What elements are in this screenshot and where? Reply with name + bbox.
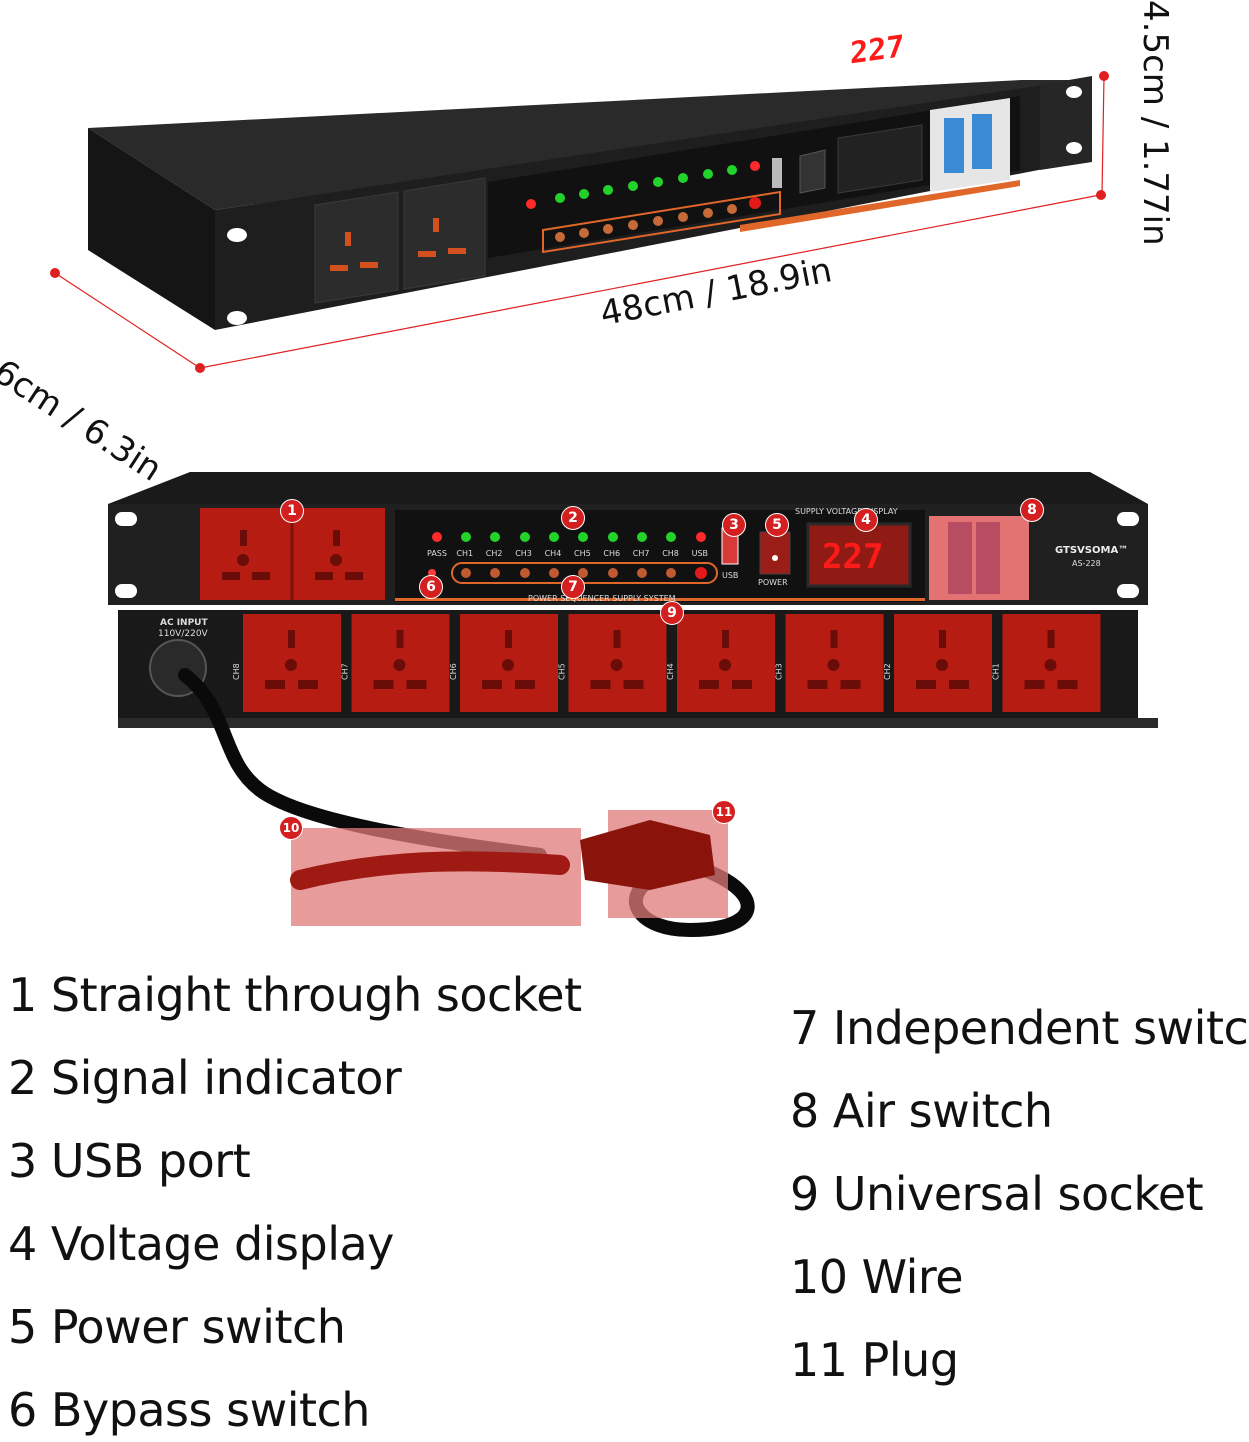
led-label-ch6: CH6	[603, 549, 620, 558]
power-label: POWER	[758, 578, 788, 587]
channel-label-ch4: CH4	[666, 663, 675, 680]
panel-title: SUPPLY VOLTAGE DISPLAY	[795, 507, 898, 516]
led-label-ch4: CH4	[545, 549, 562, 558]
universal-socket-ch7: CH7	[341, 614, 450, 712]
led-label-ch2: CH2	[486, 549, 503, 558]
legend-item-9: 9 Universal socket	[790, 1167, 1204, 1221]
badge-7: 7	[561, 575, 585, 599]
badge-3: 3	[722, 513, 746, 537]
badge-11: 11	[712, 800, 736, 824]
legend-item-4: 4 Voltage display	[8, 1217, 394, 1271]
led-label-ch3: CH3	[515, 549, 532, 558]
badge-5: 5	[765, 513, 789, 537]
universal-socket-ch2: CH2	[883, 614, 992, 712]
badge-1: 1	[280, 499, 304, 523]
led-label-ch8: CH8	[662, 549, 679, 558]
ac-input-voltage: 110V/220V	[158, 629, 209, 639]
legend-item-2: 2 Signal indicator	[8, 1051, 402, 1105]
led-label-ch5: CH5	[574, 549, 591, 558]
voltage-display-value: 227	[822, 537, 883, 577]
badge-8: 8	[1020, 498, 1044, 522]
model-label: AS-228	[1072, 559, 1101, 568]
universal-socket-ch6: CH6	[449, 614, 558, 712]
channel-label-ch8: CH8	[232, 663, 241, 680]
universal-socket-ch8: CH8	[232, 614, 341, 712]
brand-label: GTSVSOMA™	[1055, 545, 1128, 556]
channel-label-ch7: CH7	[341, 663, 350, 680]
led-label-usb: USB	[692, 549, 708, 558]
led-label-pass: PASS	[427, 549, 447, 558]
badge-2: 2	[561, 506, 585, 530]
legend-item-6: 6 Bypass switch	[8, 1383, 370, 1437]
channel-label-ch5: CH5	[558, 663, 567, 680]
legend-item-11: 11 Plug	[790, 1333, 959, 1387]
badge-6: 6	[419, 575, 443, 599]
badge-4: 4	[854, 508, 878, 532]
channel-label-ch3: CH3	[775, 663, 784, 680]
universal-socket-ch4: CH4	[666, 614, 775, 712]
channel-label-ch1: CH1	[992, 663, 1001, 680]
height-dimension-label: 4.5cm / 1.77in	[1135, 0, 1175, 246]
badge-9: 9	[660, 601, 684, 625]
universal-socket-ch1: CH1	[992, 614, 1101, 712]
led-label-ch1: CH1	[456, 549, 473, 558]
legend-item-1: 1 Straight through socket	[8, 968, 582, 1022]
legend-item-3: 3 USB port	[8, 1134, 251, 1188]
legend-item-10: 10 Wire	[790, 1250, 964, 1304]
legend-item-8: 8 Air switch	[790, 1084, 1053, 1138]
ac-input-label: AC INPUT	[160, 618, 208, 628]
panel-bottom-label: POWER SEQUENCER SUPPLY SYSTEM	[528, 594, 676, 603]
badge-10: 10	[279, 816, 303, 840]
universal-socket-ch3: CH3	[775, 614, 884, 712]
universal-socket-ch5: CH5	[558, 614, 667, 712]
led-label-ch7: CH7	[633, 549, 650, 558]
legend-item-5: 5 Power switch	[8, 1300, 346, 1354]
annotated-product-view: POWER SEQUENCER SUPPLY SYSTEM SUPPLY VOL…	[108, 472, 1158, 938]
legend-item-7: 7 Independent switch	[790, 1001, 1249, 1055]
channel-label-ch6: CH6	[449, 663, 458, 680]
top-product-view: 227	[50, 29, 1109, 373]
usb-label: USB	[722, 571, 738, 580]
channel-label-ch2: CH2	[883, 663, 892, 680]
svg-text:227: 227	[850, 29, 904, 71]
